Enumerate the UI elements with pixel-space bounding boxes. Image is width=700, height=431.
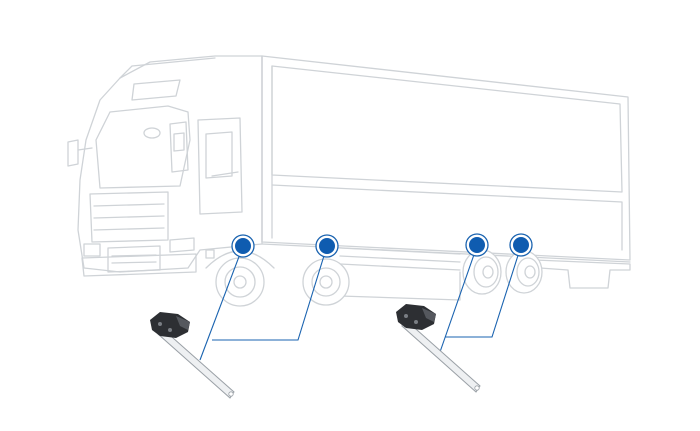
- axle-marker-icon[interactable]: [509, 233, 533, 257]
- trailer-box: [261, 55, 631, 261]
- wheel-trailer-1: [462, 249, 502, 295]
- wheel-front: [215, 257, 265, 307]
- leader-line-front: [199, 245, 244, 361]
- wheel-drive: [302, 258, 350, 306]
- leader-line-drive: [212, 245, 328, 341]
- leader-lines: [199, 245, 522, 361]
- height-sensor-icon: [396, 304, 481, 393]
- axle-marker-icon[interactable]: [315, 234, 339, 258]
- truck-cab: [67, 55, 275, 277]
- axle-marker-icon[interactable]: [231, 234, 255, 258]
- wheel-trailer-2: [505, 250, 543, 294]
- truck-icon: [67, 55, 631, 307]
- axle-marker-icon[interactable]: [465, 233, 489, 257]
- leader-line-trailer-2: [445, 245, 522, 338]
- height-sensor-icon: [150, 312, 235, 399]
- leader-line-trailer-1: [439, 245, 478, 353]
- axle-markers: [231, 233, 533, 258]
